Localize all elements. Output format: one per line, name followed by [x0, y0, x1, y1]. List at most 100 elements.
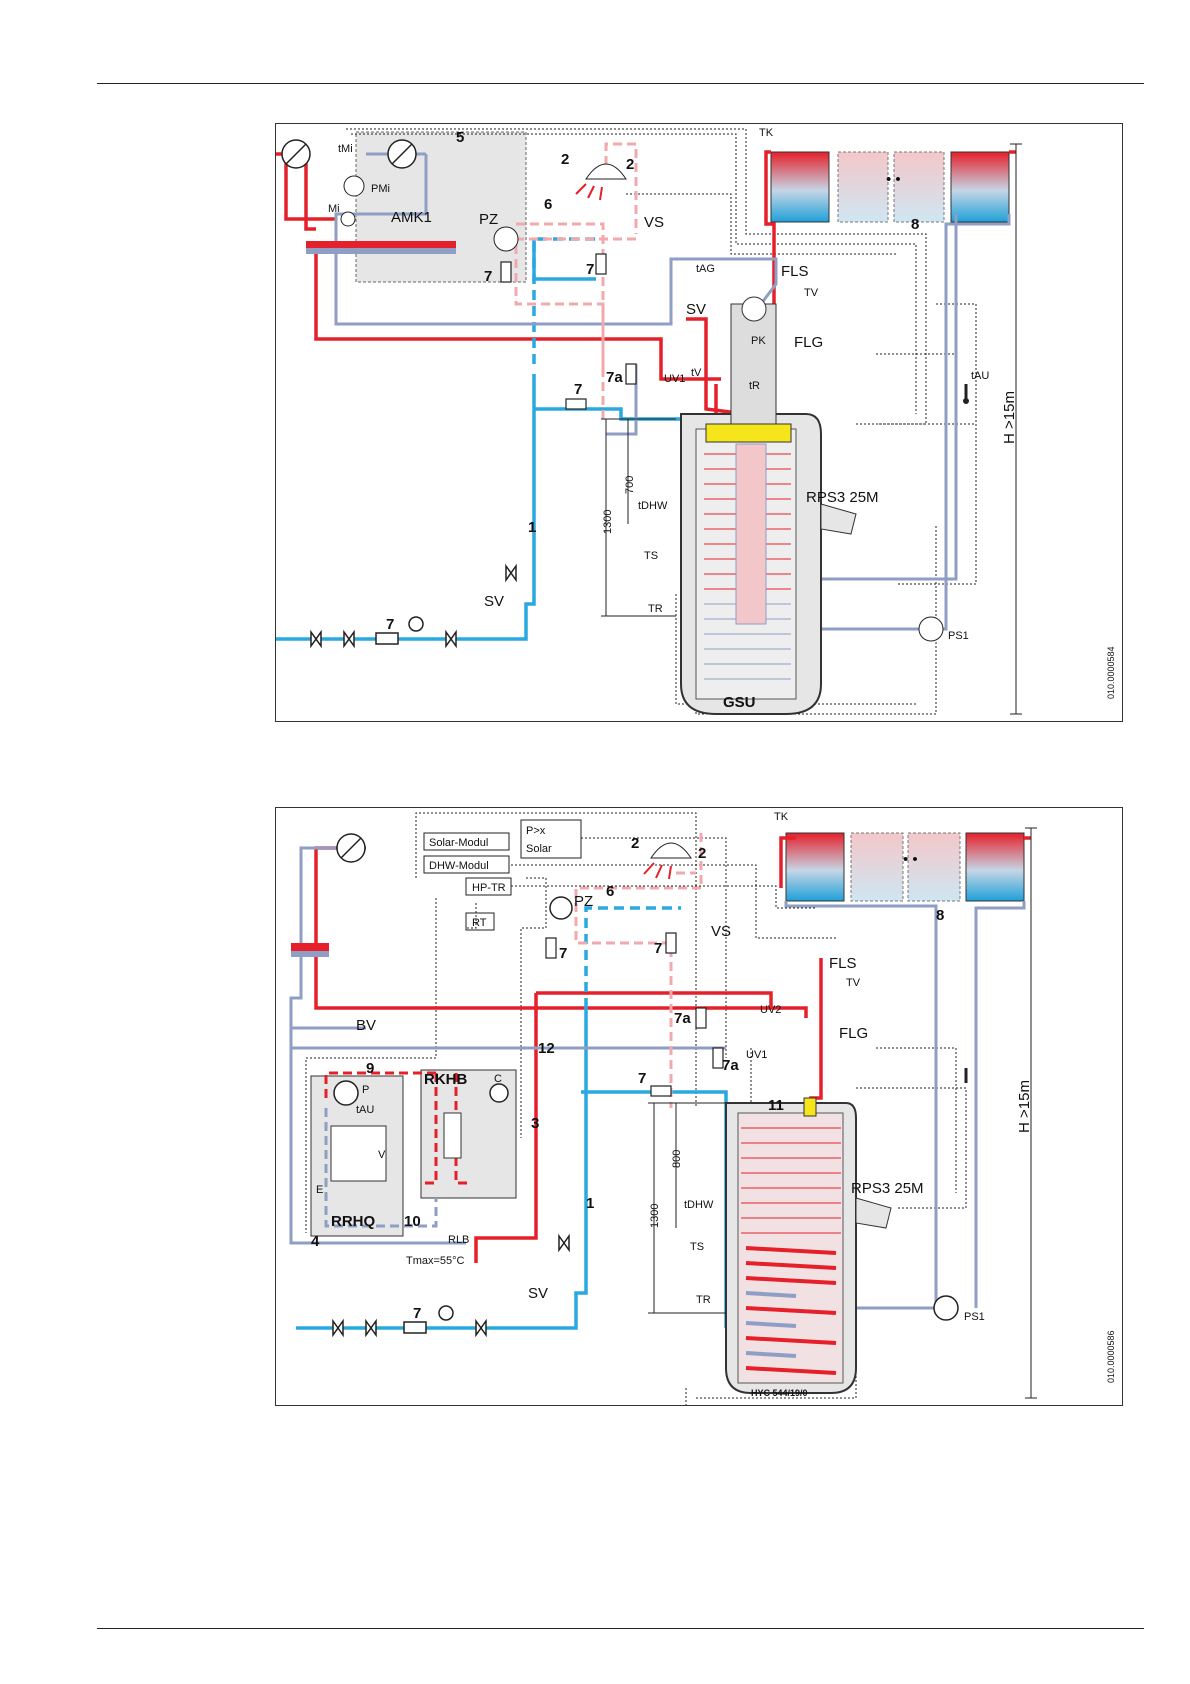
label-flg-2: FLG	[839, 1025, 868, 1042]
label-ts-2: TS	[690, 1241, 704, 1253]
label-tmi: tMi	[338, 143, 353, 155]
label-rt: RT	[472, 917, 487, 929]
callout-9: 9	[366, 1060, 374, 1077]
label-tau-2: tAU	[356, 1104, 374, 1116]
label-dhw-modul: DHW-Modul	[429, 860, 489, 872]
circulation-pipes-2	[574, 833, 703, 1108]
label-tv: tV	[691, 367, 702, 379]
tank-dimensions	[601, 418, 676, 617]
pumps-2	[333, 833, 959, 1321]
callout-8-2: 8	[936, 907, 944, 924]
label-flg: FLG	[794, 334, 823, 351]
pz-pump	[493, 226, 519, 252]
label-rps3: RPS3 25M	[806, 489, 879, 506]
hot-header-2	[291, 943, 329, 951]
hot-header	[306, 241, 456, 248]
label-sv2: SV	[484, 593, 504, 610]
label-tdhw: tDHW	[638, 500, 668, 512]
label-sv-2: SV	[528, 1285, 548, 1302]
label-solar: Solar	[526, 843, 552, 855]
callout-8: 8	[911, 216, 919, 233]
label-uv1-2: UV1	[746, 1049, 767, 1061]
inlet-fittings	[310, 563, 517, 649]
callout-4: 4	[311, 1233, 320, 1250]
height-dimension-2	[1025, 827, 1037, 1399]
label-tr-2: TR	[696, 1294, 711, 1306]
callout-2b-2: 2	[698, 845, 706, 862]
label-mi: Mi	[328, 203, 340, 215]
callout-11: 11	[768, 1097, 784, 1114]
height-dimension	[1010, 143, 1022, 715]
callout-1: 1	[528, 519, 536, 536]
callout-7a-first: 7a	[674, 1010, 691, 1027]
label-tk-2: TK	[774, 811, 789, 823]
doc-code-1: 010.0000584	[1106, 646, 1116, 699]
amk1-housing	[355, 131, 527, 283]
svg-text:• •: • •	[886, 171, 901, 188]
diagram-gsu-schematic: • •	[275, 123, 1123, 722]
label-tag: tAG	[696, 263, 715, 275]
shower-head-icon-2	[650, 842, 692, 859]
callout-7b-2: 7	[654, 940, 662, 957]
label-pz: PZ	[479, 211, 498, 228]
label-rkhb: RKHB	[424, 1071, 467, 1088]
label-sv: SV	[686, 301, 706, 318]
label-v: V	[378, 1149, 386, 1161]
rrhq-evaporator	[330, 1125, 387, 1182]
label-uv1: UV1	[664, 373, 685, 385]
cold-pipes	[276, 239, 691, 646]
filters	[500, 253, 637, 410]
label-pk: PK	[751, 335, 766, 347]
label-fls-2: FLS	[829, 955, 857, 972]
callout-7a: 7	[484, 268, 492, 285]
return-pipes-2	[289, 846, 1026, 1310]
label-tau: tAU	[971, 370, 989, 382]
label-vs-2: VS	[711, 923, 731, 940]
dim-1300-2: 1300	[649, 1204, 661, 1228]
callout-7a-second: 7a	[722, 1057, 739, 1074]
label-hyc: HYC 544/19/0	[751, 1388, 808, 1398]
callout-3: 3	[531, 1115, 539, 1132]
inlet-fittings-2	[332, 1233, 570, 1338]
label-vs: VS	[644, 214, 664, 231]
tank-dimensions-2	[648, 1102, 726, 1314]
label-ts: TS	[644, 550, 658, 562]
solar-collector-array: • •	[770, 151, 1010, 223]
label-c: C	[494, 1073, 502, 1085]
callout-5: 5	[456, 129, 464, 146]
label-hp-tr: HP-TR	[472, 882, 506, 894]
label-tdhw-2: tDHW	[684, 1199, 714, 1211]
circulation-pipes	[514, 142, 638, 424]
label-rlb: RLB	[448, 1234, 469, 1246]
bottom-rule	[97, 1628, 1144, 1629]
callout-7a-2: 7	[559, 945, 567, 962]
label-tk: TK	[759, 127, 774, 139]
callout-7d: 7	[386, 616, 394, 633]
label-tmax: Tmax=55°C	[406, 1255, 465, 1267]
callout-7a-label: 7a	[606, 369, 623, 386]
tau-sensor	[963, 398, 969, 404]
callout-2a: 2	[561, 151, 569, 168]
label-height-2: H >15m	[1016, 1080, 1033, 1133]
gsu-tank	[680, 296, 822, 715]
callout-7d-2: 7	[413, 1305, 421, 1322]
shower-head-icon	[585, 163, 627, 180]
rps3-station	[820, 503, 857, 535]
label-rrhq: RRHQ	[331, 1213, 375, 1230]
callout-10: 10	[404, 1213, 421, 1230]
label-pz-2: PZ	[574, 893, 593, 910]
svg-text:• •: • •	[903, 851, 918, 868]
rkhb-exchanger	[443, 1112, 462, 1159]
hot-pipes-2	[314, 836, 1031, 1263]
dim-1300: 1300	[602, 510, 614, 534]
shower-spray	[575, 183, 603, 201]
label-tv-sensor: TV	[804, 287, 819, 299]
label-rps3-2: RPS3 25M	[851, 1180, 924, 1197]
callout-7c-2: 7	[638, 1070, 646, 1087]
callout-2b: 2	[626, 156, 634, 173]
label-pressure-switch: P>x	[526, 825, 546, 837]
callout-6-2: 6	[606, 883, 614, 900]
control-wiring-2	[305, 812, 967, 1405]
control-modules	[423, 819, 582, 931]
label-height: H >15m	[1001, 391, 1018, 444]
